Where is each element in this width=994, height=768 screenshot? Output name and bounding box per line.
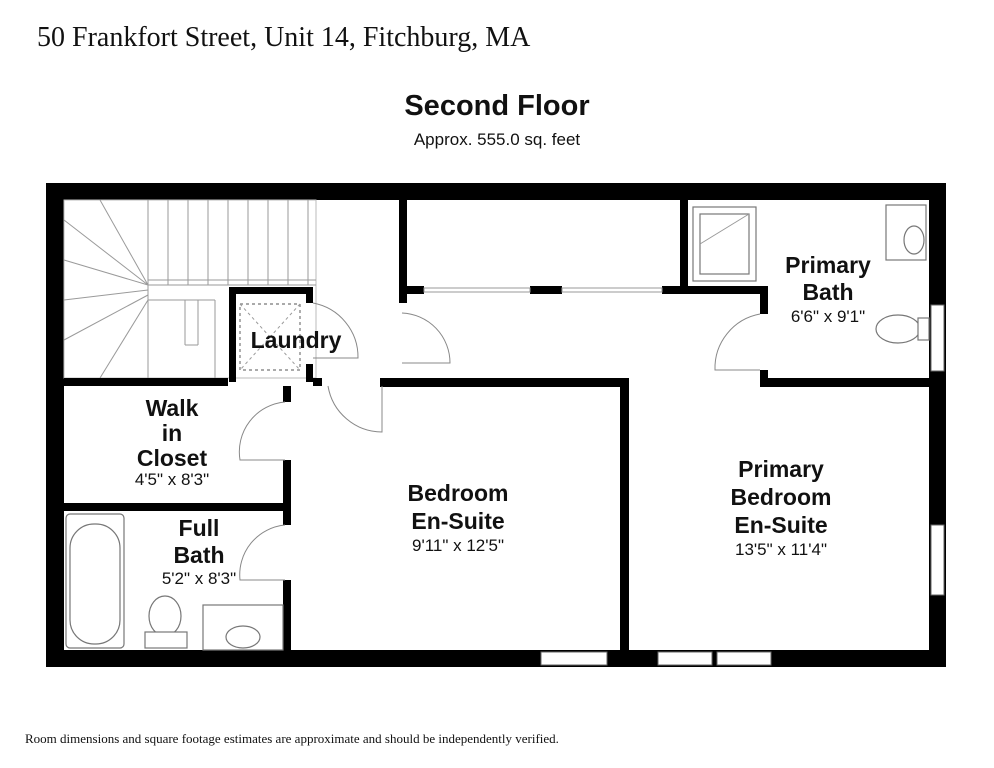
primary-bath-label-line2: Bath [802, 279, 853, 305]
walk-in-closet-dims: 4'5" x 8'3" [135, 470, 209, 489]
primary-bath-dims: 6'6" x 9'1" [791, 307, 865, 326]
walk-in-closet-label-line2: in [162, 420, 182, 446]
full-bath-label-line2: Bath [173, 542, 224, 568]
property-address: 50 Frankfort Street, Unit 14, Fitchburg,… [37, 22, 531, 53]
primary-bedroom-label-line2: Bedroom [731, 484, 832, 510]
primary-bedroom-dims: 13'5" x 11'4" [735, 540, 827, 559]
bedroom-label-line1: Bedroom [408, 480, 509, 506]
windows [540, 304, 945, 666]
bedroom-dims: 9'11" x 12'5" [412, 536, 504, 555]
walk-in-closet-label-line3: Closet [137, 445, 208, 471]
primary-bedroom-label-line3: En-Suite [734, 512, 827, 538]
hall-closet [399, 200, 760, 303]
disclaimer: Room dimensions and square footage estim… [25, 731, 559, 746]
floor-title: Second Floor [404, 90, 590, 122]
laundry-label: Laundry [251, 327, 342, 353]
floor-area: Approx. 555.0 sq. feet [413, 130, 581, 149]
primary-bath-label-line1: Primary [785, 252, 871, 278]
primary-bath-fixtures [692, 204, 930, 387]
interior-walls [64, 312, 629, 667]
bedroom-label-line2: En-Suite [411, 508, 504, 534]
primary-bedroom-label-line1: Primary [738, 456, 824, 482]
laundry-walls [229, 287, 359, 382]
full-bath-fixtures [65, 513, 284, 651]
walk-in-closet-label-line1: Walk [146, 395, 199, 421]
full-bath-label-line1: Full [179, 515, 220, 541]
full-bath-dims: 5'2" x 8'3" [162, 569, 236, 588]
